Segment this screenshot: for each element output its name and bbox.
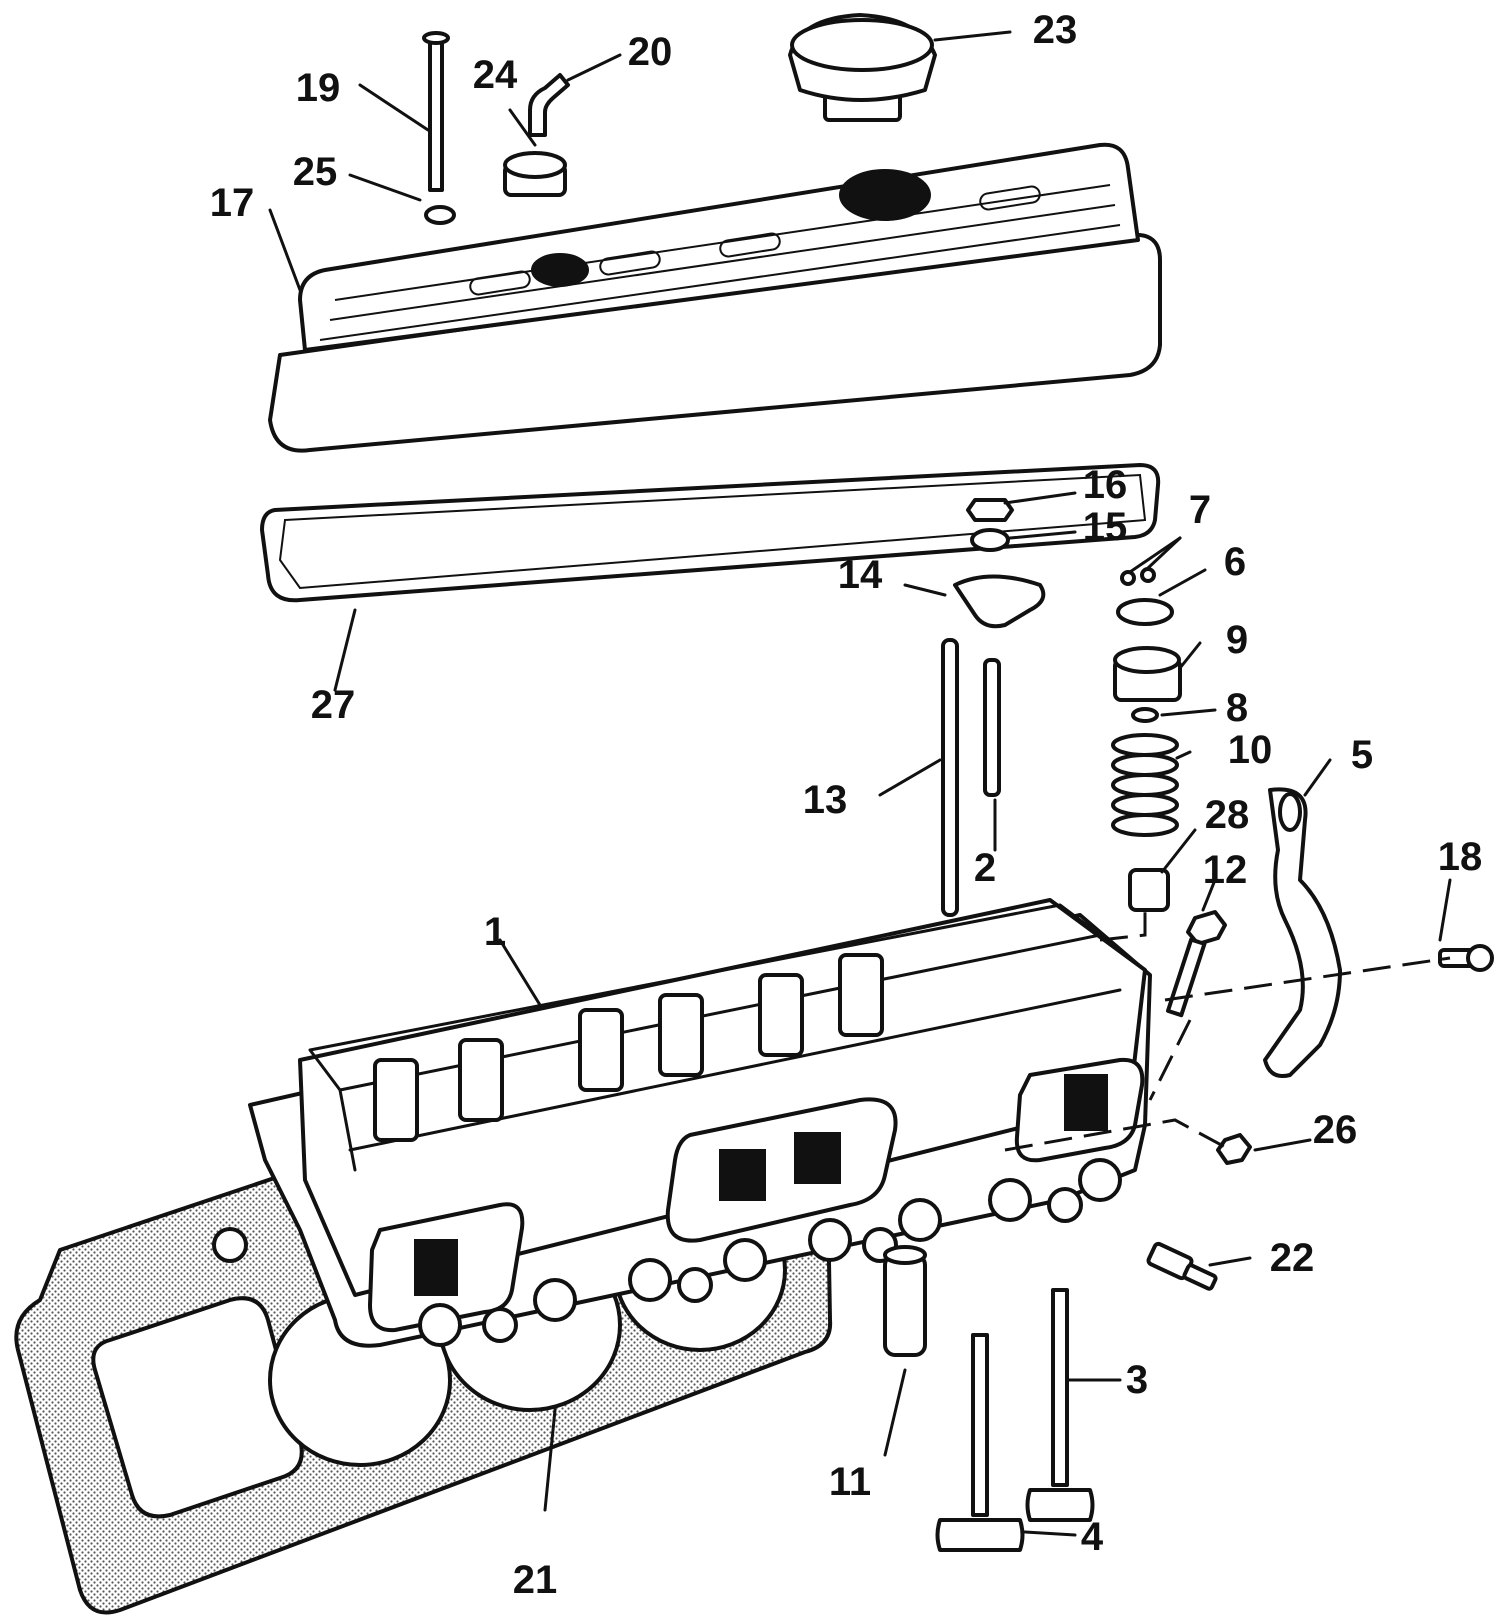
callout-14: 14	[837, 553, 883, 597]
callout-13: 13	[802, 778, 848, 822]
callout-18: 18	[1437, 835, 1483, 879]
intake-valve	[935, 1333, 1025, 1552]
callout-12: 12	[1202, 848, 1248, 892]
callout-7: 7	[1188, 488, 1212, 532]
oil-seal	[1131, 707, 1159, 723]
cylinder-head	[248, 898, 1152, 1348]
pcv-grommet	[503, 151, 567, 197]
callout-21: 21	[512, 1558, 558, 1602]
valve-springs	[373, 953, 884, 1142]
bracket-nut	[1216, 1133, 1252, 1165]
callout-8: 8	[1225, 686, 1249, 730]
callout-17: 17	[209, 181, 255, 225]
hydraulic-lifter	[883, 1245, 927, 1357]
rocker-stud	[983, 658, 1001, 797]
rocker-nut	[966, 498, 1014, 522]
valve-shield	[1128, 868, 1170, 912]
callout-1: 1	[483, 910, 507, 954]
valve-cover	[268, 142, 1162, 453]
assembly-lines	[1004, 910, 1451, 1152]
spring-retainer	[1116, 598, 1174, 626]
oil-filler-cap	[788, 13, 937, 122]
callout-2: 2	[973, 846, 997, 890]
callout-20: 20	[627, 30, 673, 74]
callout-15: 15	[1082, 505, 1128, 549]
callout-24: 24	[472, 53, 518, 97]
callout-11: 11	[828, 1460, 872, 1504]
callout-10: 10	[1227, 728, 1273, 772]
temperature-sender	[1146, 1241, 1218, 1291]
rocker-ball	[970, 528, 1010, 552]
callout-22: 22	[1269, 1236, 1315, 1280]
lifting-bracket	[1263, 787, 1342, 1078]
spring-damper	[1113, 646, 1182, 702]
callout-26: 26	[1312, 1108, 1358, 1152]
callout-6: 6	[1223, 540, 1247, 584]
callout-19: 19	[295, 66, 341, 110]
callout-9: 9	[1225, 618, 1249, 662]
exhaust-valve	[1025, 1288, 1095, 1522]
valve-keepers	[1120, 567, 1156, 586]
pcv-elbow	[528, 73, 570, 137]
callout-25: 25	[292, 150, 338, 194]
head-bolt	[1165, 910, 1227, 1018]
cover-bolt	[422, 31, 450, 192]
callout-4: 4	[1080, 1515, 1104, 1559]
bracket-screw	[1438, 944, 1494, 972]
leader-lines	[268, 30, 1452, 1537]
bolt-bosses	[418, 1158, 1122, 1347]
cover-washer	[424, 205, 456, 225]
rocker-arm	[953, 574, 1046, 629]
callout-5: 5	[1350, 733, 1374, 777]
callout-16: 16	[1082, 463, 1128, 507]
cover-fins	[319, 184, 1121, 341]
callout-28: 28	[1204, 793, 1250, 837]
rocker-cover-gasket	[260, 463, 1161, 603]
valve-spring	[1111, 733, 1179, 837]
callout-27: 27	[310, 683, 356, 727]
callout-3: 3	[1125, 1358, 1149, 1402]
callout-23: 23	[1032, 8, 1078, 52]
pushrod	[941, 638, 959, 917]
